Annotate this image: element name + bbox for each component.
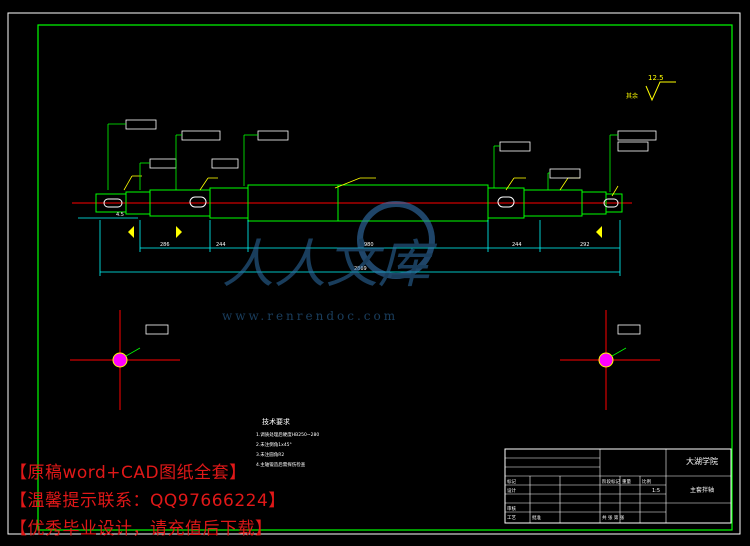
- tb-approve: 批准: [532, 514, 541, 521]
- dim-seg2: 244: [216, 242, 226, 248]
- watermark-text: 人人文库: [222, 235, 438, 295]
- dim-seg4: 244: [512, 242, 522, 248]
- dim-seg1: 286: [160, 242, 170, 248]
- tech-line-2: 2.未注倒角1x45°: [256, 441, 292, 448]
- tb-row-mark: 标记: [507, 478, 516, 485]
- tech-line-4: 4.主轴锻造后需探伤检查: [256, 461, 306, 468]
- dimension-lines: [78, 217, 621, 276]
- promo-line-1: 【原稿word+CAD图纸全套】: [10, 463, 247, 483]
- datum-markers: [128, 226, 602, 238]
- tb-part-name: 主套拌轴: [690, 486, 714, 494]
- tech-title: 技术要求: [262, 417, 290, 426]
- dim-seg3: 980: [364, 242, 374, 248]
- section-view-left: [70, 310, 180, 410]
- diameter-leaders: [123, 175, 619, 197]
- watermark: 人人文库 www.renrendoc.com: [222, 201, 438, 323]
- tb-process: 工艺: [507, 515, 516, 521]
- dimension-texts: 2869 286 244 980 244 292 4.5: [116, 212, 590, 272]
- tb-school: 大湖学院: [686, 456, 718, 466]
- tb-ratio: 比例: [642, 478, 651, 485]
- svg-text:其余: 其余: [626, 92, 638, 100]
- tech-line-1: 1.调质处理后硬度HB250~280: [256, 431, 319, 438]
- outer-border: [7, 12, 741, 535]
- tb-stage: 阶段标记: [602, 478, 620, 485]
- drawing-frame: [37, 24, 733, 531]
- tech-line-3: 3.未注圆角R2: [256, 451, 284, 458]
- watermark-url: www.renrendoc.com: [222, 309, 398, 323]
- tb-design: 设计: [507, 487, 516, 494]
- tb-weight: 重量: [622, 478, 631, 485]
- title-block: 大湖学院 主套拌轴 1:5 标记 设计 审核 工艺 批准 阶段标记 重量 比例 …: [504, 448, 732, 524]
- section-view-right: [560, 310, 660, 410]
- tb-sheet: 共 张 第 张: [602, 514, 625, 521]
- roughness-symbol: 12.5 其余: [626, 74, 676, 102]
- technical-requirements: 技术要求 1.调质处理后硬度HB250~280 2.未注倒角1x45° 3.未注…: [256, 417, 319, 468]
- shaft-outline: [95, 184, 623, 222]
- promo-line-2: 【温馨提示联系：QQ97666224】: [10, 491, 286, 511]
- tb-scale: 1:5: [652, 488, 660, 494]
- dim-seg5: 292: [580, 242, 590, 248]
- dim-overall: 2869: [354, 266, 367, 272]
- tb-review: 审核: [507, 505, 516, 512]
- key-slots: [103, 196, 619, 208]
- svg-text:12.5: 12.5: [648, 74, 664, 82]
- dim-left-end: 4.5: [116, 212, 124, 218]
- tolerance-frames: [125, 119, 657, 179]
- tolerance-leaders: [107, 123, 618, 192]
- promo-line-3: 【优秀毕业设计，请充值后下载】: [10, 519, 273, 539]
